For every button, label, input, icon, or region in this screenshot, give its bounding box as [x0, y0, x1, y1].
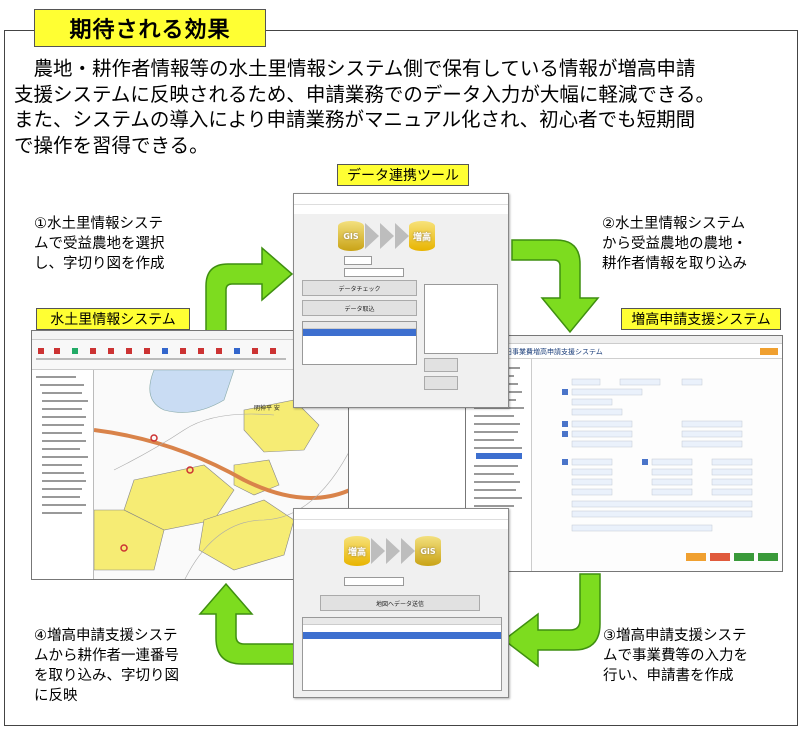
data-check-button[interactable]: データチェック [302, 280, 417, 296]
apply-system-label: 増高申請支援システム [621, 308, 781, 330]
tool-bottom-menubar [294, 520, 508, 529]
step-4-text: ④増高申請支援システ ムから耕作者一連番号 を取り込み、字切り図 に反映 [34, 628, 179, 704]
gis-layer-panel [32, 370, 94, 579]
tool-top-titlebar [294, 194, 508, 205]
chevron-right-icon [386, 538, 400, 564]
tool-top-field-2[interactable] [344, 268, 404, 277]
chevron-right-icon [371, 538, 385, 564]
tool-bottom-titlebar [294, 509, 508, 520]
tool-bottom-target-db: GIS [415, 536, 441, 566]
step-3-text: ③増高申請支援システ ムで事業費等の入力を 行い、申請書を作成 [603, 628, 748, 684]
tool-top-run-button[interactable] [424, 358, 458, 372]
tool-window-bottom: 増高 GIS 地図へデータ送信 [293, 508, 509, 698]
chevron-right-icon [401, 538, 415, 564]
tool-top-menubar [294, 205, 508, 214]
arrow-step-4 [198, 582, 295, 665]
tool-top-log-grid [302, 321, 417, 365]
chevron-right-icon [380, 223, 394, 249]
table-row[interactable] [303, 625, 501, 632]
step-2-text: ②水土里情報システム から受益農地の農地・ 耕作者情報を取り込み [602, 216, 747, 272]
arrow-step-1 [205, 246, 294, 333]
tool-bottom-field-1[interactable] [344, 577, 404, 586]
apply-form [532, 359, 782, 571]
gis-layer-tree [36, 376, 88, 514]
data-import-button[interactable]: データ取込 [302, 300, 417, 316]
table-row[interactable] [303, 329, 416, 336]
send-to-map-button[interactable]: 地図へデータ送信 [320, 595, 480, 611]
tool-label: データ連携ツール [337, 164, 469, 186]
tool-bottom-log-grid [302, 617, 502, 691]
intro-text: 農地・耕作者情報等の水土里情報システム側で保有している情報が増高申請 支援システ… [14, 57, 716, 157]
table-row[interactable] [303, 336, 416, 343]
tool-bottom-grid-header [303, 618, 501, 625]
step-1-text: ①水土里情報システ ムで受益農地を選択 し、字切り図を作成 [34, 216, 165, 272]
apply-logout-button [760, 348, 778, 355]
chevron-right-icon [365, 223, 379, 249]
arrow-step-2 [511, 239, 600, 334]
chevron-right-icon [395, 223, 409, 249]
tool-top-field-1[interactable] [344, 256, 372, 265]
apply-browser-bar [466, 336, 782, 344]
apply-system-screenshot: 災害復旧事業費増高申請支援システム [465, 335, 783, 572]
gis-map-label: 明神平 安 [254, 405, 280, 412]
table-row[interactable] [303, 632, 501, 639]
tool-window-top: GIS 増高 データチェック データ取込 [293, 193, 509, 408]
apply-header-title: 災害復旧事業費増高申請支援システム [484, 348, 603, 356]
page-title: 期待される効果 [34, 9, 266, 47]
gis-titlebar [32, 331, 348, 340]
tool-bottom-source-db: 増高 [344, 536, 370, 566]
tool-top-source-db: GIS [338, 221, 364, 251]
tool-top-cancel-button[interactable] [424, 376, 458, 390]
tool-top-flow: GIS 増高 [338, 221, 435, 251]
content-frame [4, 30, 798, 726]
gis-system-label: 水土里情報システム [36, 308, 190, 330]
apply-header: 災害復旧事業費増高申請支援システム [466, 345, 782, 359]
gis-ribbon-icons [36, 348, 286, 360]
tool-top-log-area [424, 284, 498, 354]
tool-top-target-db: 増高 [409, 221, 435, 251]
tool-bottom-flow: 増高 GIS [344, 536, 441, 566]
tool-top-grid-header [303, 322, 416, 329]
arrow-step-3 [502, 573, 601, 668]
